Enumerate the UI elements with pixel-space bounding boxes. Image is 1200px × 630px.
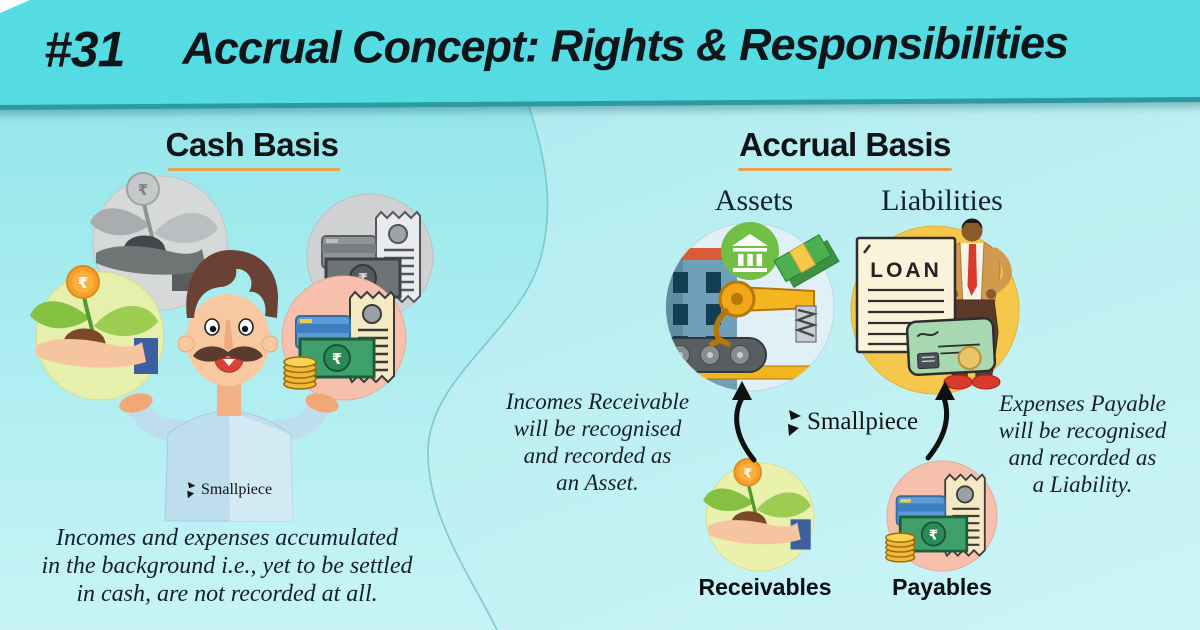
money-bundle-icon xyxy=(773,234,840,289)
loan-label: LOAN xyxy=(870,259,942,282)
caption-line: in the background i.e., yet to be settle… xyxy=(41,552,413,579)
note-line: and recorded as xyxy=(1008,444,1157,470)
wallet-receipt-color-icon xyxy=(281,275,407,401)
receivables-label: Receivables xyxy=(698,574,832,600)
cash-basis-title: Cash Basis xyxy=(165,126,339,163)
page-title: Accrual Concept: Rights & Responsibiliti… xyxy=(182,16,1069,74)
money-plant-icon xyxy=(28,264,165,401)
banner-corner-wedge xyxy=(0,0,30,13)
bank-icon xyxy=(721,222,779,280)
caption-line: in cash, are not recorded at all. xyxy=(76,580,378,607)
watermark-text: Smallpiece xyxy=(807,408,919,435)
accrual-title-underline xyxy=(738,168,952,171)
incomes-receivable-note: Incomes Receivable will be recognised an… xyxy=(480,389,715,497)
caption-line: Incomes and expenses accumulated xyxy=(56,525,398,551)
expenses-payable-note: Expenses Payable will be recognised and … xyxy=(965,391,1200,499)
header-banner: #31 Accrual Concept: Rights & Responsibi… xyxy=(0,0,1200,111)
assets-label: Assets xyxy=(714,184,794,217)
liabilities-illustration: LOAN xyxy=(850,218,1020,395)
payables-up-arrow-icon xyxy=(925,381,955,461)
smallpiece-logo-icon xyxy=(187,482,196,499)
note-line: will be recognised xyxy=(513,415,682,441)
liabilities-label: Liabilities xyxy=(881,184,1003,217)
cash-title-underline xyxy=(168,168,340,171)
issue-number: #31 xyxy=(43,20,125,78)
note-line: an Asset. xyxy=(556,469,639,495)
shrugging-man-icon xyxy=(119,250,339,522)
watermark-shirt: Smallpiece xyxy=(186,480,272,499)
note-line: and recorded as xyxy=(523,442,672,468)
note-line: a Liability. xyxy=(1032,471,1133,497)
note-line: Expenses Payable xyxy=(999,391,1166,416)
smallpiece-logo-icon xyxy=(788,410,801,436)
payables-label: Payables xyxy=(892,574,992,600)
watermark-center: Smallpiece xyxy=(786,407,918,437)
receivables-up-arrow-icon xyxy=(732,381,757,463)
note-line: Incomes Receivable xyxy=(505,389,690,414)
cash-basis-caption: Incomes and expenses accumulated in the … xyxy=(12,525,442,608)
payables-icon xyxy=(884,460,998,572)
accrual-basis-title: Accrual Basis xyxy=(739,126,951,163)
credit-card-icon xyxy=(905,316,997,376)
watermark-text: Smallpiece xyxy=(201,480,273,498)
receivables-icon xyxy=(701,457,815,572)
note-line: will be recognised xyxy=(998,417,1167,443)
section-divider-line xyxy=(427,0,549,630)
factory-machine-icon xyxy=(666,280,833,380)
assets-illustration xyxy=(665,222,840,392)
